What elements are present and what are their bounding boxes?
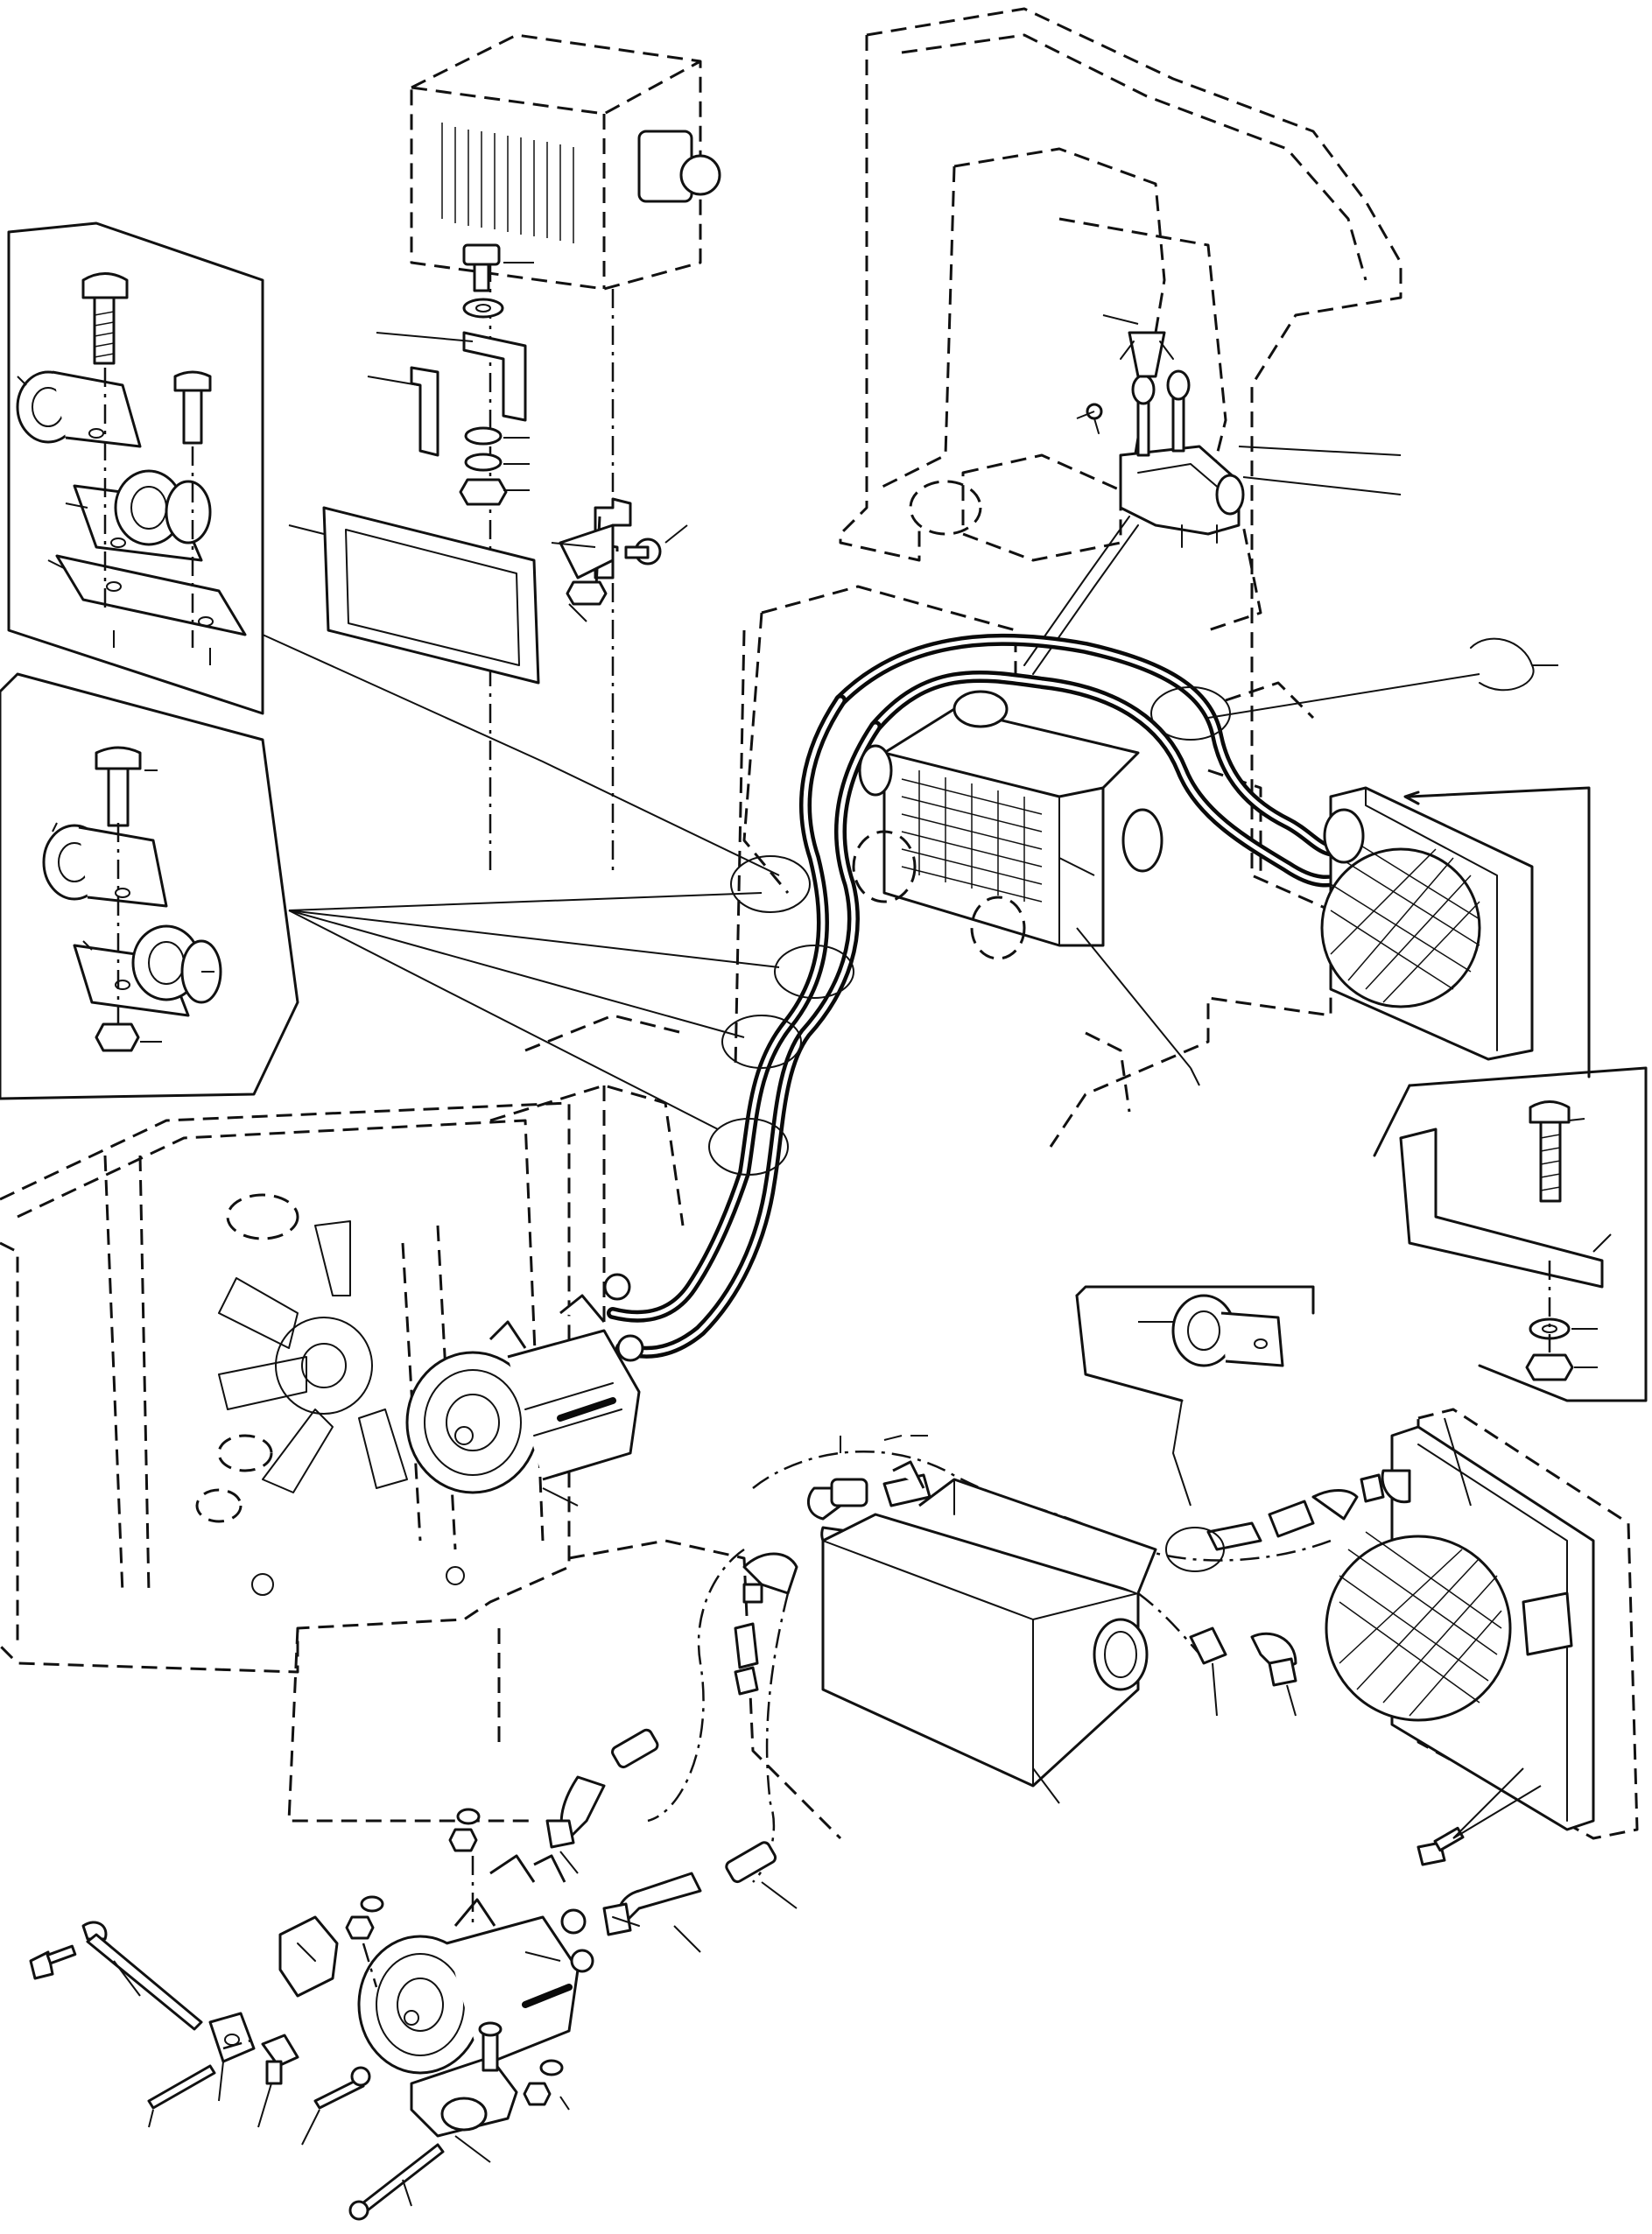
fan-icon (1325, 1531, 1512, 1722)
clamp-icon (1171, 1294, 1284, 1367)
fan-icon (218, 1220, 408, 1493)
upper-hardware-stack (367, 243, 534, 506)
clamp-plate (55, 554, 247, 636)
compressor-exploded (29, 1808, 640, 2221)
clamp-icon (73, 469, 212, 562)
bolt-icon (81, 1921, 203, 2031)
nut-icon (1525, 1353, 1574, 1381)
washer-icon (462, 298, 504, 319)
nut-icon (448, 1828, 478, 1852)
clamp-detail-lower (0, 672, 299, 1100)
misc-leaders (1058, 857, 1200, 1086)
hose-fitting (1206, 1473, 1385, 1551)
upper-heater-unit (410, 33, 721, 875)
hose-fitting (806, 1460, 931, 1521)
clamp-icon (73, 924, 222, 1017)
bracket-detail (1373, 1066, 1648, 1402)
nut-icon (345, 1915, 375, 1940)
hose-fitting (734, 1622, 759, 1696)
fan-icon (1320, 840, 1481, 1008)
bolt-icon (348, 2143, 445, 2221)
bolt-icon (462, 243, 501, 292)
washer-icon (360, 1808, 564, 2076)
heater-gasket (288, 506, 540, 685)
clamp-icon (16, 370, 142, 448)
lower-evaporator (821, 1478, 1157, 1804)
detail-leaders (262, 634, 780, 1130)
bolt-icon (173, 370, 212, 445)
bolt-icon (261, 2034, 299, 2085)
evaporator-unit (852, 690, 1192, 1069)
nut-icon (459, 478, 508, 506)
mounting-bracket (410, 366, 439, 457)
bolt-icon (478, 2021, 503, 2072)
lower-hose-kit (545, 1435, 1385, 1953)
mounting-bracket (462, 331, 527, 422)
hose-fitting (602, 1841, 777, 1936)
bolt-icon (29, 1944, 77, 1980)
compressor-mount (278, 1915, 339, 1998)
clip-detail (1075, 1285, 1315, 1572)
hose-fitting (545, 1728, 659, 1849)
control-valve (1023, 314, 1402, 675)
hose-fitting (742, 1552, 798, 1604)
clamp-detail-upper (7, 221, 264, 715)
hose-clip (1470, 637, 1535, 692)
bolt-icon (624, 537, 662, 566)
hose-fitting (1189, 1626, 1297, 1687)
hose-clamp-location (708, 1118, 789, 1176)
bolt-icon (147, 2064, 216, 2110)
side-bracket-hardware (551, 497, 688, 622)
hose-clamp-location (730, 855, 811, 913)
compressor-installed (405, 1273, 644, 1507)
condenser-fan-upper (1320, 786, 1591, 1078)
nut-icon (566, 580, 608, 606)
cab-frame (734, 7, 1402, 1148)
bolt-icon (95, 746, 142, 827)
adjuster-block (208, 2012, 256, 2063)
bolt-icon (1417, 1826, 1465, 1866)
hose-clamp-location (774, 945, 854, 999)
clamp-icon (42, 824, 168, 908)
hose-routing (607, 633, 1558, 1359)
bolt-icon (1529, 1100, 1571, 1203)
nut-icon (523, 2082, 552, 2106)
nut-icon (95, 1022, 140, 1052)
bolt-icon (1086, 403, 1103, 434)
condenser-fan-lower (1325, 1408, 1639, 1866)
washer-icon (464, 426, 503, 446)
bolt-icon (81, 272, 129, 365)
washer-icon (464, 453, 503, 472)
hose-clamp-location (721, 1015, 802, 1069)
bolt-icon (313, 2066, 371, 2110)
